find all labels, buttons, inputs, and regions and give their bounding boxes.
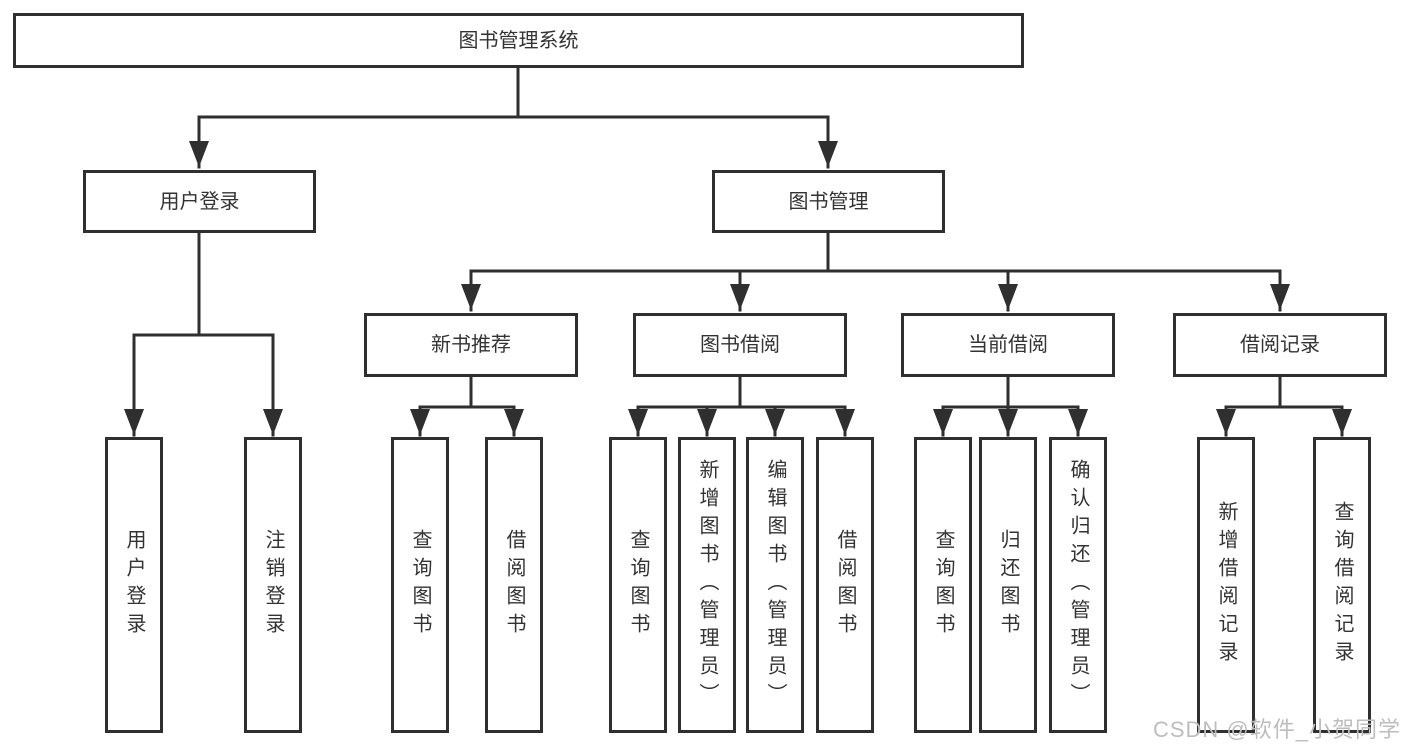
connector-book-borrow-group [628, 375, 855, 437]
leaf-query-books-borrow: 查询图书 [609, 437, 667, 733]
connector-current-borrow-group [933, 375, 1088, 437]
leaf-borrow-books-borrow: 借阅图书 [816, 437, 874, 733]
leaf-query-books-recommend: 查询图书 [391, 437, 449, 733]
node-current-borrow: 当前借阅 [901, 313, 1115, 377]
leaf-return-books: 归还图书 [979, 437, 1037, 733]
leaf-borrow-books-recommend: 借阅图书 [485, 437, 543, 733]
node-borrow-records: 借阅记录 [1173, 313, 1387, 377]
node-system-root: 图书管理系统 [13, 13, 1024, 68]
leaf-edit-book-admin: 编辑图书（管理员） [746, 437, 804, 733]
node-book-borrow: 图书借阅 [633, 313, 847, 377]
connector-book-management-to-sections [461, 231, 1290, 312]
node-book-management: 图书管理 [712, 170, 945, 233]
connector-user-login-group [124, 231, 283, 437]
csdn-watermark: CSDN @软件_小贺同学 [1152, 717, 1401, 742]
leaf-confirm-return-admin: 确认归还（管理员） [1049, 437, 1107, 733]
connector-new-book-group [410, 375, 524, 437]
leaf-query-borrow-record: 查询借阅记录 [1313, 437, 1371, 733]
leaf-add-borrow-record: 新增借阅记录 [1197, 437, 1255, 733]
leaf-user-login: 用户登录 [105, 437, 163, 733]
connector-borrow-records-group [1216, 375, 1352, 437]
leaf-add-book-admin: 新增图书（管理员） [678, 437, 736, 733]
node-new-book-recommend: 新书推荐 [364, 313, 578, 377]
connector-root-to-branches [189, 66, 838, 169]
leaf-logout: 注销登录 [244, 437, 302, 733]
leaf-query-books-current: 查询图书 [914, 437, 972, 733]
node-user-login: 用户登录 [83, 170, 316, 233]
